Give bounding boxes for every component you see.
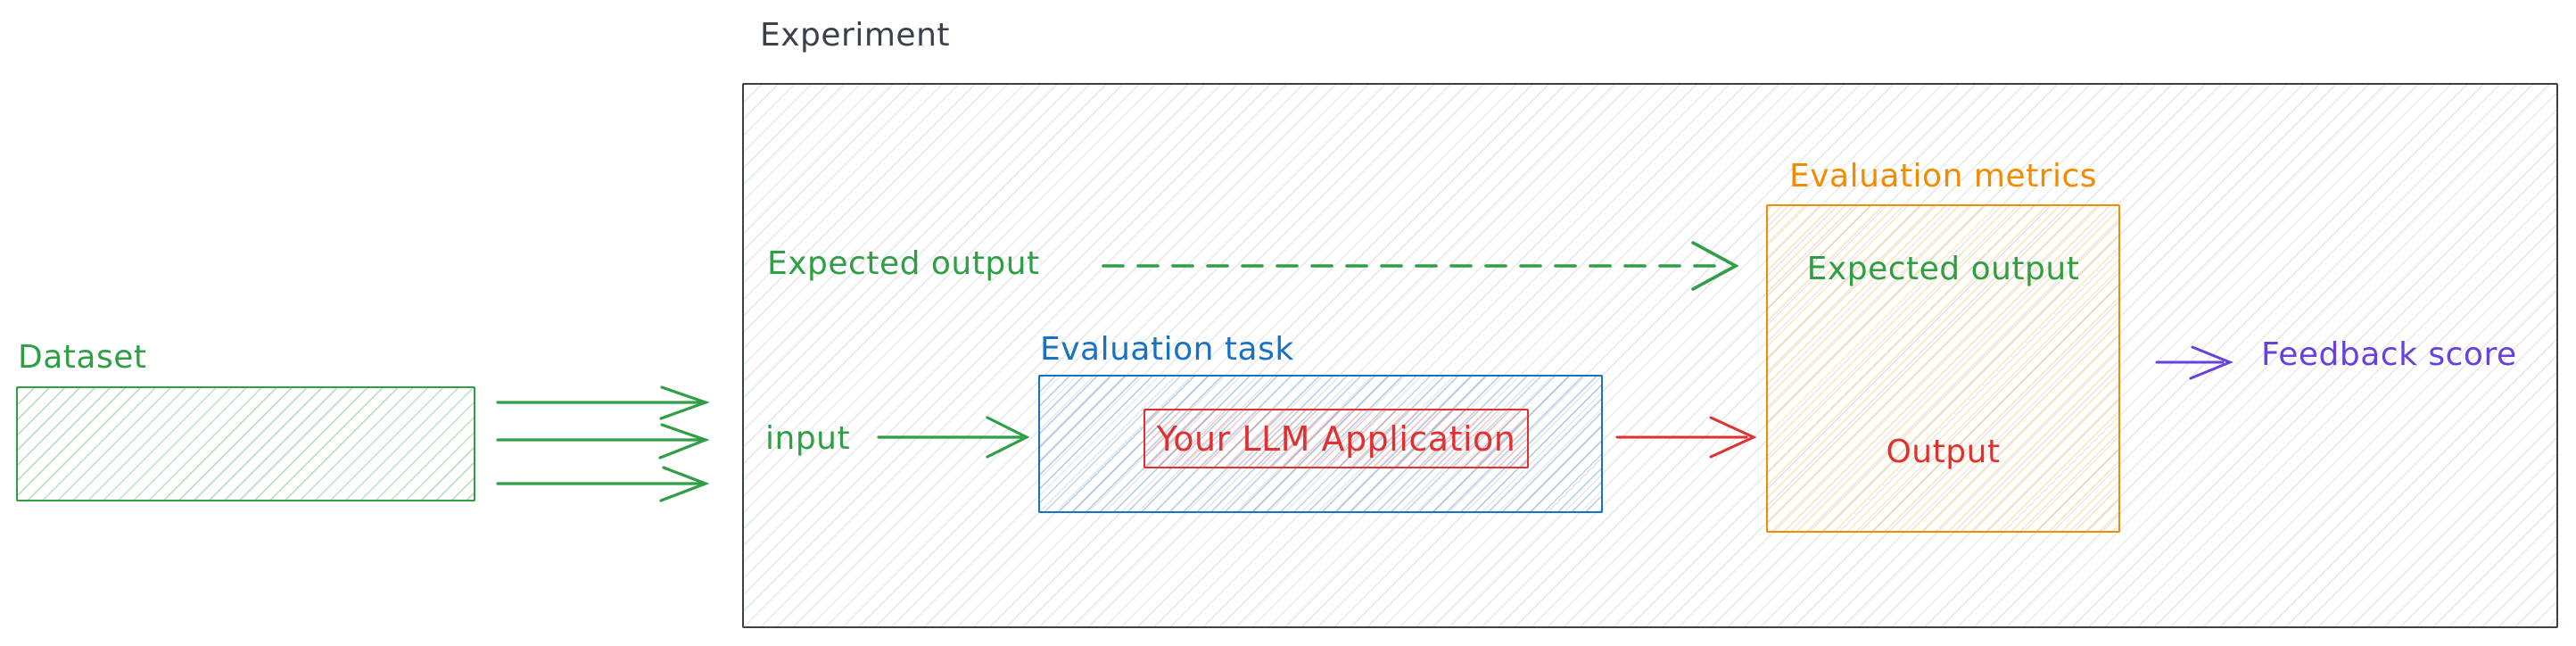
- evaluation-task-label: Evaluation task: [1040, 331, 1294, 368]
- dataset-to-experiment-arrows: [496, 385, 710, 502]
- expected-output-source-label: Expected output: [767, 245, 1040, 282]
- experiment-box: [742, 83, 2558, 628]
- input-label: input: [765, 420, 851, 457]
- evaluation-metrics-label: Evaluation metrics: [1788, 158, 2098, 195]
- experiment-group-label: Experiment: [760, 17, 951, 54]
- evaluation-metrics-box: [1766, 204, 2120, 533]
- dataset-arrow-1: [496, 385, 710, 420]
- metrics-output-label: Output: [1886, 434, 2001, 470]
- dataset-box: [16, 386, 475, 501]
- dataset-label: Dataset: [18, 339, 147, 376]
- feedback-score-label: Feedback score: [2261, 336, 2517, 373]
- evaluation-task-box: [1038, 375, 1603, 513]
- metrics-expected-output-label: Expected output: [1806, 251, 2080, 287]
- dataset-arrow-2: [496, 423, 710, 460]
- llm-application-box: Your LLM Application: [1144, 409, 1529, 468]
- llm-application-label: Your LLM Application: [1156, 418, 1516, 459]
- dataset-arrow-3: [496, 466, 710, 502]
